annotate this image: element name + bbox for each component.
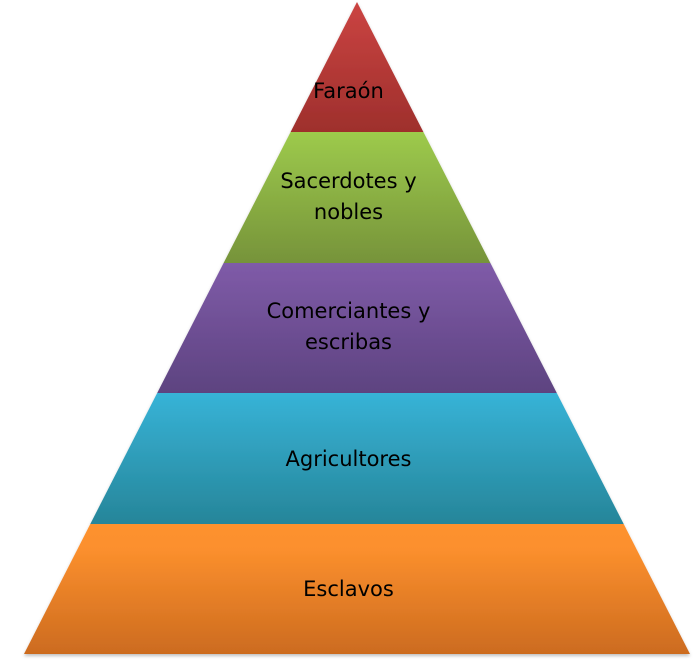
layer-faraon xyxy=(290,2,424,132)
label-sacerdotes-nobles: Sacerdotes y nobles xyxy=(0,166,697,228)
label-line: nobles xyxy=(313,200,384,224)
layer-agricultores xyxy=(90,393,624,524)
label-line: escribas xyxy=(304,330,392,354)
layer-comerciantes-escribas xyxy=(157,263,557,393)
layer-sacerdotes-nobles xyxy=(223,132,491,263)
label-line: Comerciantes y xyxy=(266,299,431,323)
label-line: Sacerdotes y xyxy=(280,169,417,193)
label-faraon: Faraón xyxy=(313,78,384,103)
label-agricultores: Agricultores xyxy=(285,446,412,471)
label-comerciantes-escribas: Comerciantes y escribas xyxy=(0,296,697,358)
layer-esclavos xyxy=(24,524,690,654)
label-esclavos: Esclavos xyxy=(303,576,394,601)
